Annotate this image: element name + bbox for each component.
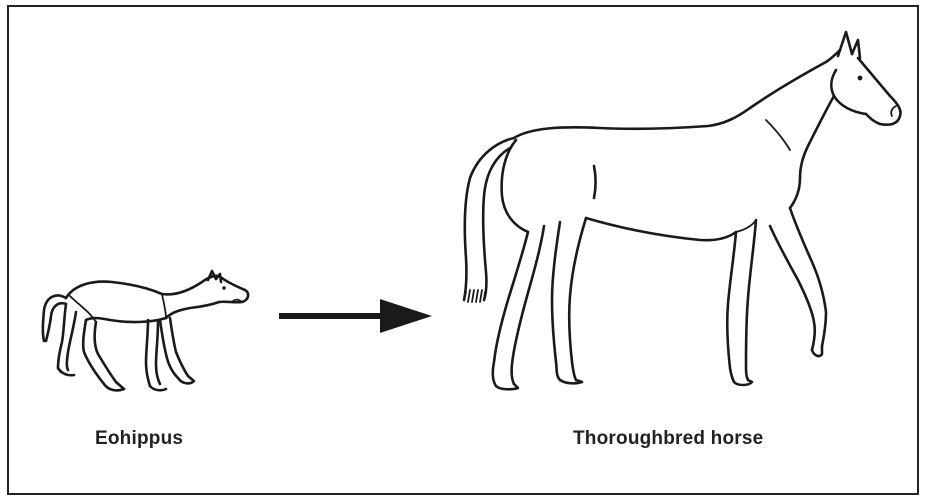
right-arrow-icon: [279, 299, 432, 333]
thoroughbred-horse-label: Thoroughbred horse: [573, 428, 763, 450]
thoroughbred-horse-icon: [464, 32, 901, 389]
eohippus-icon: [43, 271, 248, 390]
eohippus-label: Eohippus: [95, 428, 183, 450]
evolution-diagram: [0, 0, 929, 480]
